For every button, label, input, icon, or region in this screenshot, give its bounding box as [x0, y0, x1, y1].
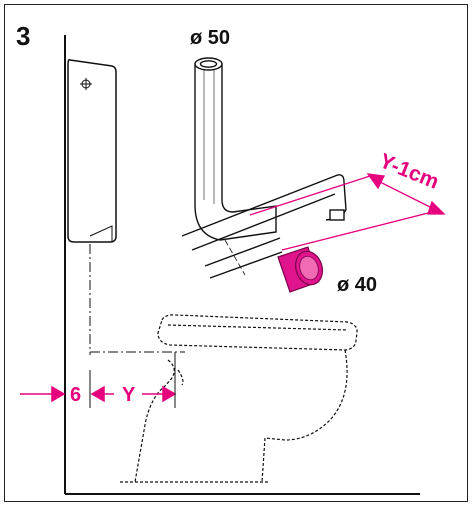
pipe-diameter-outlet-label: ø 40 — [337, 274, 377, 296]
step-number: 3 — [16, 21, 30, 51]
toilet-bowl — [120, 314, 358, 483]
wall-gap-dimension — [20, 385, 114, 403]
connector-pipe — [181, 174, 347, 279]
flush-pipe — [194, 57, 277, 241]
cistern — [67, 59, 117, 243]
wall-gap-label: 6 — [70, 384, 81, 406]
pipe-diameter-top-label: ø 50 — [190, 27, 230, 49]
outlet-pipe — [277, 246, 324, 293]
cut-length-dimension — [249, 173, 446, 251]
offset-dimension — [142, 385, 177, 403]
cut-length-label: Y-1cm — [376, 149, 442, 194]
offset-label: Y — [122, 384, 136, 406]
